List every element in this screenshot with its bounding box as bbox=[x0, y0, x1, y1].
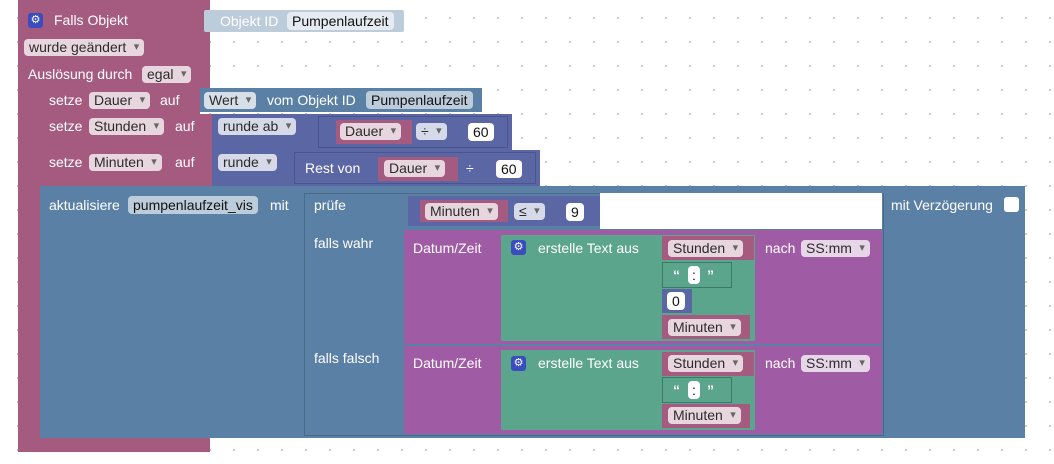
object-id-label: Objekt ID bbox=[220, 13, 279, 29]
true-create-text-label: erstelle Text aus bbox=[538, 240, 639, 256]
false-format-dropdown[interactable]: SS:mm bbox=[801, 355, 870, 372]
round-down-dropdown[interactable]: runde ab bbox=[218, 118, 297, 135]
false-item1-dropdown[interactable]: Stunden bbox=[668, 355, 744, 372]
set2-op-dropdown[interactable]: ÷ bbox=[416, 123, 447, 140]
update-with-label: mit bbox=[270, 197, 289, 213]
set3-label: setze bbox=[49, 154, 83, 170]
false-item3-dropdown[interactable]: Minuten bbox=[668, 407, 741, 424]
event-block-left-rail bbox=[18, 30, 40, 450]
set1-label: setze bbox=[49, 92, 83, 108]
set3-operand-dropdown[interactable]: Dauer bbox=[384, 160, 446, 177]
false-quote-close: ” bbox=[707, 382, 714, 398]
delay-checkbox[interactable] bbox=[1004, 197, 1019, 212]
false-item2-field[interactable]: : bbox=[688, 381, 700, 399]
trigger-by-label: Auslösung durch bbox=[28, 66, 133, 82]
false-datetime-label: Datum/Zeit bbox=[413, 355, 482, 371]
set1-var-dropdown[interactable]: Dauer bbox=[89, 92, 151, 109]
object-id-field[interactable]: Pumpenlaufzeit bbox=[287, 12, 394, 30]
true-item4-dropdown[interactable]: Minuten bbox=[668, 319, 741, 336]
if-false-label: falls falsch bbox=[314, 350, 380, 366]
event-block[interactable] bbox=[18, 0, 210, 30]
object-field[interactable]: Pumpenlaufzeit bbox=[366, 91, 473, 109]
false-quote-open: “ bbox=[673, 382, 680, 398]
set2-operand-dropdown[interactable]: Dauer bbox=[340, 123, 402, 140]
set2-label: setze bbox=[49, 118, 83, 134]
true-format-dropdown[interactable]: SS:mm bbox=[801, 240, 870, 257]
true-item3-field[interactable]: 0 bbox=[667, 292, 685, 310]
cond-var-dropdown[interactable]: Minuten bbox=[425, 203, 498, 220]
set2-var-dropdown[interactable]: Stunden bbox=[89, 118, 165, 135]
condition-slot bbox=[600, 193, 882, 229]
cond-number-field[interactable]: 9 bbox=[566, 203, 584, 221]
update-label: aktualisiere bbox=[49, 197, 120, 213]
from-object-label: vom Objekt ID bbox=[267, 92, 356, 108]
update-target-field[interactable]: pumpenlaufzeit_vis bbox=[128, 196, 258, 214]
false-create-text-label: erstelle Text aus bbox=[538, 355, 639, 371]
false-gear-icon[interactable]: ⚙ bbox=[511, 356, 526, 371]
cond-op-dropdown[interactable]: ≤ bbox=[514, 203, 545, 220]
set2-number-field[interactable]: 60 bbox=[468, 123, 494, 141]
if-true-label: falls wahr bbox=[314, 235, 374, 251]
trigger-by-dropdown[interactable]: egal bbox=[142, 66, 192, 83]
set3-var-dropdown[interactable]: Minuten bbox=[89, 154, 162, 171]
true-quote-close: ” bbox=[707, 267, 714, 283]
set3-number-field[interactable]: 60 bbox=[496, 160, 522, 178]
remainder-label: Rest von bbox=[305, 160, 361, 176]
event-block-footer bbox=[18, 438, 210, 452]
false-after-label: nach bbox=[765, 355, 796, 371]
set2-on-label: auf bbox=[175, 118, 195, 134]
delay-label: mit Verzögerung bbox=[891, 197, 993, 213]
check-label: prüfe bbox=[314, 197, 346, 213]
true-quote-open: “ bbox=[673, 267, 680, 283]
gear-icon[interactable]: ⚙ bbox=[28, 13, 43, 28]
event-title: Falls Objekt bbox=[54, 12, 128, 28]
round-dropdown[interactable]: runde bbox=[218, 154, 277, 171]
true-gear-icon[interactable]: ⚙ bbox=[511, 240, 526, 255]
set3-op-label: ÷ bbox=[466, 160, 474, 176]
true-item2-field[interactable]: : bbox=[688, 266, 700, 284]
true-after-label: nach bbox=[765, 240, 796, 256]
trigger-mode-dropdown[interactable]: wurde geändert bbox=[24, 39, 145, 56]
value-select-dropdown[interactable]: Wert bbox=[204, 92, 257, 109]
true-datetime-label: Datum/Zeit bbox=[413, 240, 482, 256]
true-item1-dropdown[interactable]: Stunden bbox=[668, 240, 744, 257]
set3-on-label: auf bbox=[175, 154, 195, 170]
set1-on-label: auf bbox=[160, 92, 180, 108]
